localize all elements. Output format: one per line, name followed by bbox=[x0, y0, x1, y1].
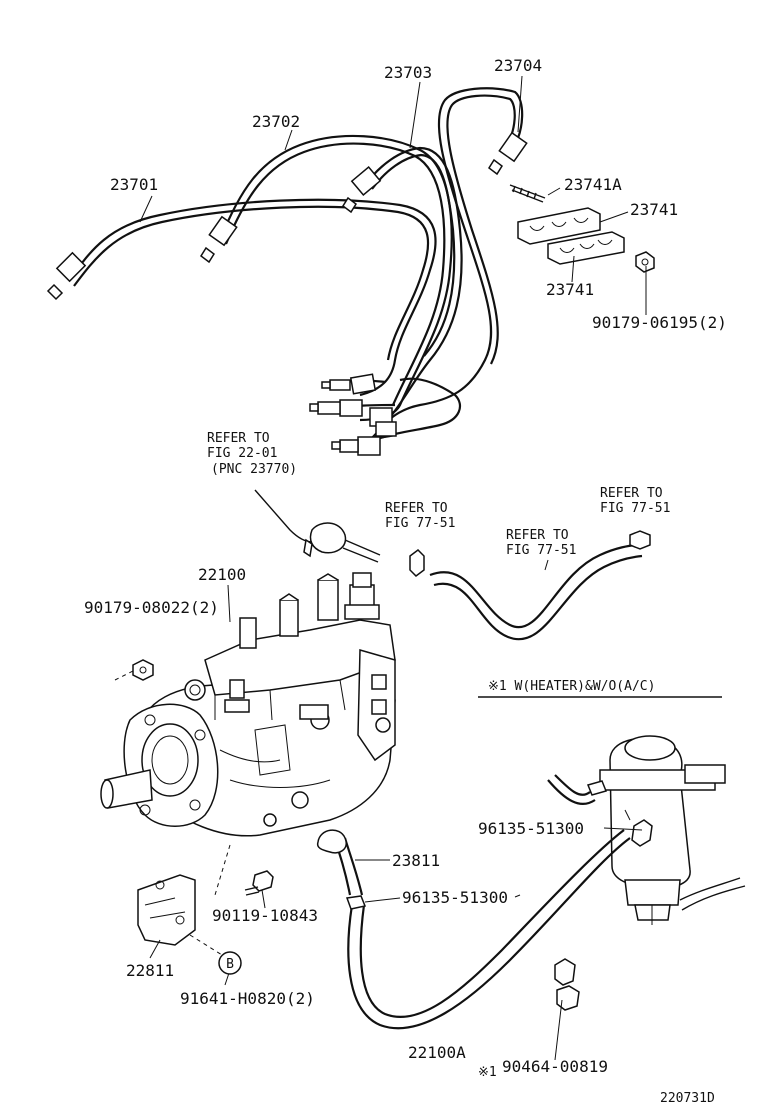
label-23702: 23702 bbox=[252, 112, 300, 131]
label-23741A: 23741A bbox=[564, 175, 622, 194]
inlet-hose bbox=[316, 829, 367, 910]
fuel-filter-assembly bbox=[599, 735, 746, 925]
leader-dash bbox=[214, 844, 231, 896]
pipe-nut bbox=[369, 407, 397, 437]
bracket-bolt bbox=[244, 870, 274, 896]
clamp-bolt bbox=[509, 184, 546, 203]
label-23741-lower: 23741 bbox=[546, 280, 594, 299]
return-pipe-fitting bbox=[254, 489, 381, 563]
label-90179-06195: 90179-06195(2) bbox=[592, 313, 727, 332]
leader-lines bbox=[139, 75, 722, 1061]
injection-pipes bbox=[46, 87, 528, 456]
hose-clip bbox=[554, 958, 580, 1011]
ref2-line2: FIG 77-51 bbox=[385, 516, 455, 531]
pipe-nut bbox=[487, 131, 528, 176]
pipe-nut bbox=[309, 399, 363, 417]
filter-inlet-tube bbox=[547, 774, 608, 806]
ref1-line2: FIG 22-01 bbox=[207, 446, 277, 461]
ref3-line2: FIG 77-51 bbox=[506, 543, 576, 558]
ref4-line2: FIG 77-51 bbox=[600, 501, 670, 516]
ref2-line1: REFER TO bbox=[385, 501, 448, 516]
figure-code: 220731D bbox=[660, 1091, 715, 1106]
ref3-line1: REFER TO bbox=[506, 528, 569, 543]
pipe-clamp-upper bbox=[517, 207, 601, 245]
pipe-clamp-lower bbox=[547, 231, 625, 265]
pipe-nut bbox=[46, 251, 87, 301]
part-labels: 23701 23702 23703 23704 23741A 23741 237… bbox=[84, 56, 727, 1106]
label-23741-upper: 23741 bbox=[630, 200, 678, 219]
label-22100: 22100 bbox=[198, 565, 246, 584]
pipe-nut bbox=[331, 436, 381, 456]
clamp-nut bbox=[635, 251, 655, 273]
label-23701: 23701 bbox=[110, 175, 158, 194]
label-91641-H0820: 91641-H0820(2) bbox=[180, 989, 315, 1008]
label-90464-00819: 90464-00819 bbox=[502, 1057, 608, 1076]
label-23704: 23704 bbox=[494, 56, 542, 75]
ref1-line3: (PNC 23770) bbox=[211, 462, 297, 477]
label-22100A: 22100A bbox=[408, 1043, 466, 1062]
circle-letter: B bbox=[226, 957, 234, 972]
pipe-clamp-group bbox=[509, 184, 655, 273]
fuel-hose bbox=[347, 819, 653, 1030]
pump-mount-nut bbox=[132, 659, 154, 681]
label-23703: 23703 bbox=[384, 63, 432, 82]
ref4-line1: REFER TO bbox=[600, 486, 663, 501]
label-90119-10843: 90119-10843 bbox=[212, 906, 318, 925]
pump-bracket bbox=[137, 874, 196, 946]
label-22811: 22811 bbox=[126, 961, 174, 980]
label-96135-51300-upper: 96135-51300 bbox=[478, 819, 584, 838]
label-90179-08022: 90179-08022(2) bbox=[84, 598, 219, 617]
reference-circle-b: B bbox=[218, 951, 242, 975]
leader-dash bbox=[114, 669, 136, 681]
label-96135-51300-lower: 96135-51300 bbox=[402, 888, 508, 907]
note-variant: ※1 W(HEATER)&W/O(A/C) bbox=[488, 679, 655, 694]
heater-hose bbox=[409, 530, 651, 641]
ref1-line1: REFER TO bbox=[207, 431, 270, 446]
pipe-nut bbox=[199, 215, 238, 264]
label-23811: 23811 bbox=[392, 851, 440, 870]
note-mark: ※1 bbox=[478, 1065, 497, 1080]
pipe-nut bbox=[341, 165, 382, 214]
pipe-nut bbox=[321, 373, 377, 395]
leader-dash bbox=[189, 934, 223, 956]
injection-pump bbox=[100, 572, 396, 837]
